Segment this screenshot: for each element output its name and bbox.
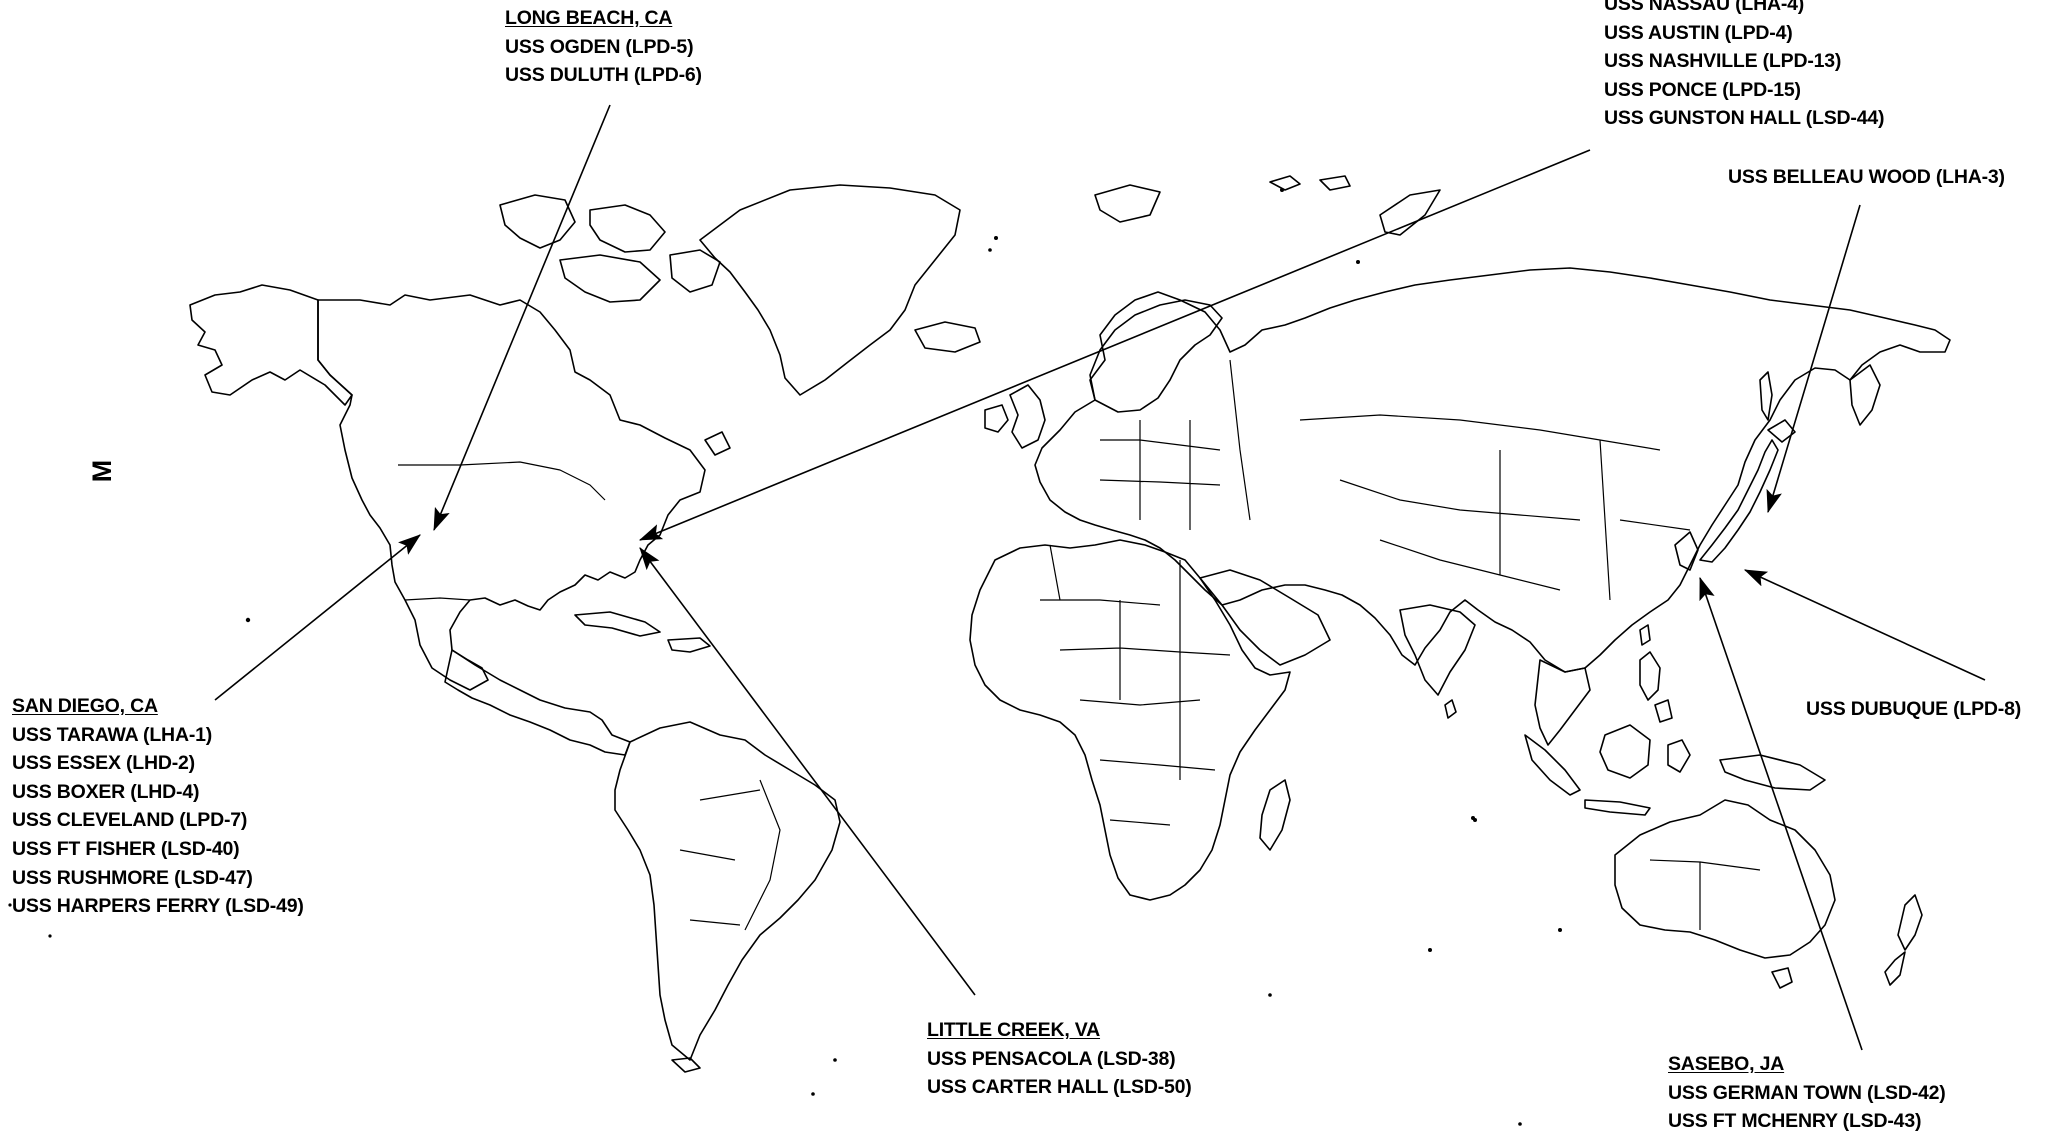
land-eurasia <box>1034 267 1951 673</box>
ship-label: USS GERMAN TOWN (LSD-42) <box>1668 1081 1946 1104</box>
ship-label: USS DUBUQUE (LPD-8) <box>1806 698 2022 720</box>
land-madagascar <box>1259 779 1291 851</box>
ship-label: USS RUSHMORE (LSD-47) <box>12 866 253 889</box>
ship-label: USS NASSAU (LHA-4) <box>1604 0 1805 15</box>
land-new-guinea <box>1719 754 1826 791</box>
land-newfoundland <box>704 431 731 456</box>
leader-long-beach <box>433 104 611 532</box>
ship-label: USS PENSACOLA (LSD-38) <box>927 1047 1176 1070</box>
land-kamchatka <box>1849 364 1881 426</box>
borders-africa <box>1040 544 1231 826</box>
land-australia <box>1614 799 1836 959</box>
land-borneo <box>1599 724 1651 779</box>
land-svalbard <box>1094 184 1161 223</box>
land-sri-lanka <box>1444 699 1457 719</box>
borders-europe <box>1099 359 1251 530</box>
ship-label: USS CARTER HALL (LSD-50) <box>927 1076 1192 1099</box>
country-borders <box>317 300 1761 931</box>
border-us-mexico <box>404 597 471 601</box>
land-tierra-del-fuego <box>671 1057 701 1073</box>
land-taiwan <box>1639 624 1651 646</box>
ship-label: USS CLEVELAND (LPD-7) <box>12 809 248 832</box>
land-central-america <box>444 649 631 756</box>
map-specks <box>8 188 1562 1126</box>
ship-label: USS AUSTIN (LPD-4) <box>1604 21 1793 44</box>
land-arctic-islands <box>499 194 721 303</box>
leader-little-creek <box>639 547 976 996</box>
port-label-little-creek: LITTLE CREEK, VA USS PENSACOLA (LSD-38) … <box>927 1016 1192 1102</box>
port-label-long-beach: LONG BEACH, CA USS OGDEN (LPD-5) USS DUL… <box>505 4 702 90</box>
land-tasmania <box>1771 967 1793 989</box>
ship-label: USS GUNSTON HALL (LSD-44) <box>1604 107 1885 130</box>
ship-label: USS HARPERS FERRY (LSD-49) <box>12 895 304 918</box>
leader-dubuque <box>1743 569 1986 681</box>
land-cuba <box>574 611 661 637</box>
land-sumatra <box>1524 734 1581 796</box>
leader-san-diego <box>214 534 421 701</box>
land-indochina <box>1534 659 1591 746</box>
borders-australia <box>1649 859 1761 930</box>
land-korea <box>1674 531 1699 571</box>
leader-belleau-wood <box>1766 204 1861 514</box>
ship-label: USS FT MCHENRY (LSD-43) <box>1668 1110 1922 1133</box>
leader-sasebo <box>1699 576 1863 1051</box>
ship-label: USS BELLEAU WOOD (LHA-3) <box>1728 166 2005 188</box>
port-label-san-diego: SAN DIEGO, CA USS TARAWA (LHA-1) USS ESS… <box>12 692 304 921</box>
border-us-canada <box>398 461 606 501</box>
port-title-long-beach: LONG BEACH, CA <box>505 7 673 29</box>
port-label-norfolk: USS NASSAU (LHA-4) USS AUSTIN (LPD-4) US… <box>1604 0 1885 133</box>
land-hispaniola <box>667 637 711 653</box>
borders-south-america <box>679 779 781 931</box>
land-alaska <box>189 284 353 406</box>
landmasses <box>189 175 1951 1073</box>
land-iceland <box>914 321 981 353</box>
ship-label: USS DULUTH (LPD-6) <box>505 64 702 87</box>
ship-label: USS FT FISHER (LSD-40) <box>12 837 240 860</box>
port-label-sasebo: SASEBO, JA USS GERMAN TOWN (LSD-42) USS … <box>1668 1050 1946 1134</box>
land-greenland <box>699 184 961 396</box>
side-mark-letter: M <box>87 459 117 483</box>
ship-label: USS NASHVILLE (LPD-13) <box>1604 50 1842 73</box>
land-arabia <box>1199 569 1331 666</box>
ship-label: USS TARAWA (LHA-1) <box>12 723 213 746</box>
ship-label-belleau-wood: USS BELLEAU WOOD (LHA-3) <box>1728 163 2005 192</box>
land-ireland <box>984 404 1009 433</box>
land-scandinavia <box>1089 299 1223 413</box>
land-africa <box>969 539 1291 901</box>
land-south-america <box>614 721 841 1061</box>
borders-asia <box>1299 414 1691 601</box>
land-japan <box>1699 439 1779 563</box>
land-franz-josef <box>1269 175 1351 191</box>
ship-label: USS ESSEX (LHD-2) <box>12 752 195 775</box>
leader-norfolk <box>638 149 1591 541</box>
port-title-little-creek: LITTLE CREEK, VA <box>927 1019 1101 1041</box>
land-hokkaido <box>1767 419 1796 443</box>
ship-label-dubuque: USS DUBUQUE (LPD-8) <box>1806 695 2021 724</box>
land-north-america <box>317 294 706 691</box>
land-new-zealand <box>1884 894 1923 986</box>
land-novaya-zemlya <box>1379 189 1441 236</box>
land-sulawesi <box>1667 739 1691 773</box>
land-great-britain <box>1009 384 1046 449</box>
leader-lines <box>214 104 1986 1051</box>
port-title-sasebo: SASEBO, JA <box>1668 1053 1785 1075</box>
ship-label: USS OGDEN (LPD-5) <box>505 35 694 58</box>
land-india <box>1399 604 1476 696</box>
land-java <box>1584 799 1651 816</box>
ship-label: USS BOXER (LHD-4) <box>12 780 200 803</box>
ship-label: USS PONCE (LPD-15) <box>1604 78 1801 101</box>
land-philippines <box>1639 651 1673 723</box>
land-sakhalin <box>1759 371 1773 421</box>
port-title-san-diego: SAN DIEGO, CA <box>12 695 158 717</box>
